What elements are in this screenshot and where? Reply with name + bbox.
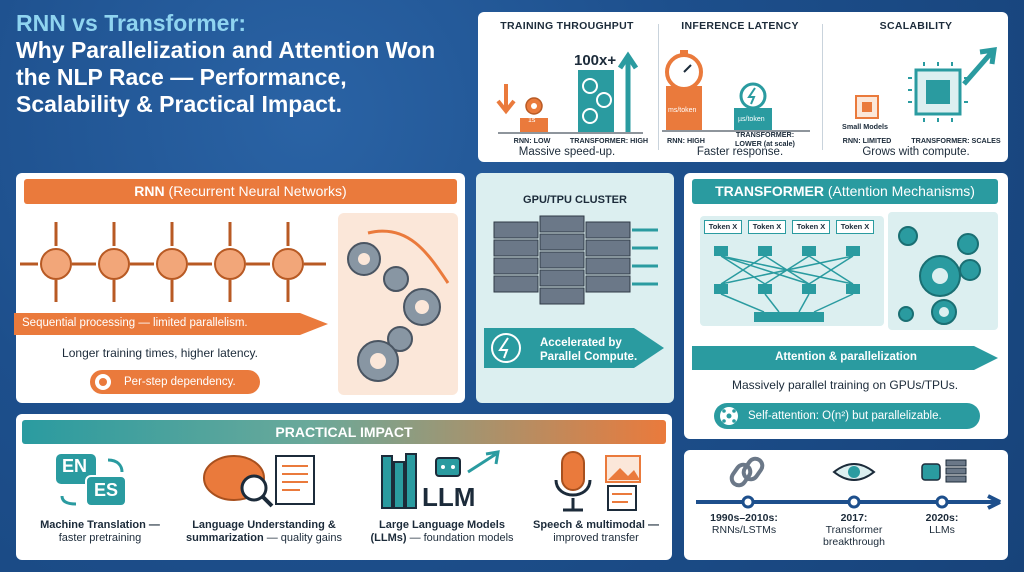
gpu-cluster-icon (493, 215, 658, 305)
throughput-chart-icon (496, 51, 643, 134)
attention-arrow (692, 346, 998, 370)
gpu-title: GPU/TPU CLUSTER (523, 194, 627, 206)
latency-title: INFERENCE LATENCY (681, 20, 799, 32)
token-row: Token X Token X Token X Token X (704, 220, 884, 234)
throughput-title: TRAINING THROUGHPUT (500, 20, 634, 32)
translation-en: EN (62, 456, 88, 476)
self-attention-label: Self-attention: O(n²) but parallelizable… (748, 410, 942, 422)
impact-item-bold: Large Language Models (379, 519, 505, 531)
scalability-chip-icon (855, 47, 997, 122)
impact-item-rest: improved transfer (553, 532, 639, 544)
impact-item-bold2: summarization (186, 532, 264, 544)
attention-network-icon (714, 246, 860, 322)
impact-header: PRACTICAL IMPACT (22, 420, 666, 444)
transformer-note: Massively parallel training on GPUs/TPUs… (731, 378, 959, 392)
impact-item-understanding: Language Understanding & summarization —… (174, 519, 354, 545)
self-attention-pill: Self-attention: O(n²) but parallelizable… (714, 403, 980, 429)
token-chip: Token X (704, 220, 742, 234)
rnn-header: RNN (Recurrent Neural Networks) (24, 179, 457, 204)
latency-rnn-badge: ms/token (668, 107, 697, 114)
impact-item-rest: — quality gains (263, 532, 342, 544)
accelerated-arrow (484, 328, 664, 368)
latency-rnn-label: RNN: HIGH (667, 136, 705, 145)
microphone-image-icon (554, 451, 641, 512)
timeline-year: 1990s–2010s: (710, 512, 778, 524)
throughput-metric: TRAINING THROUGHPUT 100x+ 1s RNN: LOW TR… (478, 12, 656, 162)
rnn-sequential-arrow (14, 313, 328, 335)
throughput-small-badge: 1s (528, 117, 536, 124)
page-title-accent: RNN vs Transformer: (16, 10, 247, 36)
timeline-desc: breakthrough (823, 536, 885, 548)
gpu-accel-1: Accelerated by (540, 337, 622, 349)
gears-icon (347, 229, 450, 382)
scalability-caption: Grows with compute. (862, 146, 970, 158)
timeline-desc: Transformer (825, 524, 883, 536)
latency-stopwatch-icon (662, 50, 810, 132)
rnn-sequential-label: Sequential processing — limited parallel… (22, 317, 248, 329)
timeline-graphic (696, 456, 1001, 510)
rnn-note: Longer training times, higher latency. (62, 346, 258, 360)
token-chip: Token X (836, 220, 874, 234)
impact-item-bold: Machine Translation — (40, 519, 160, 531)
translation-icon (56, 454, 127, 507)
impact-item-rest: faster pretraining (58, 532, 142, 544)
network-node-icon (720, 407, 738, 425)
transformer-header: TRANSFORMER (Attention Mechanisms) (692, 179, 998, 204)
throughput-caption: Massive speed-up. (518, 146, 616, 158)
latency-tf-badge: µs/token (738, 116, 765, 123)
transformer-header-rest: (Attention Mechanisms) (823, 183, 975, 199)
rnn-dependency-pill: Per-step dependency. (90, 370, 260, 394)
impact-item-bold: Speech & multimodal — (533, 519, 659, 531)
timeline-item-llm: 2020s: LLMs (902, 512, 982, 536)
latency-tf-label-1: TRANSFORMER: (735, 130, 795, 139)
attention-label: Attention & parallelization (775, 351, 917, 363)
impact-item-llm: Large Language Models (LLMs) — foundatio… (352, 519, 532, 545)
title-block: RNN vs Transformer: Why Parallelization … (16, 10, 456, 118)
throughput-big-label: 100x+ (574, 52, 617, 69)
throughput-tf-label: TRANSFORMER: HIGH (569, 136, 649, 145)
rnn-dependency-label: Per-step dependency. (124, 376, 236, 388)
gpu-accelerated-label: Accelerated by Parallel Compute. (540, 336, 637, 364)
token-chip: Token X (792, 220, 830, 234)
transformer-header-bold: TRANSFORMER (715, 183, 824, 199)
translation-es: ES (94, 480, 119, 500)
transformer-gears-panel (888, 212, 998, 330)
token-chip: Token X (748, 220, 786, 234)
timeline-desc: RNNs/LSTMs (711, 524, 777, 536)
throughput-rnn-label: RNN: LOW (513, 136, 551, 145)
latency-metric: INFERENCE LATENCY ms/token µs/token RNN:… (660, 12, 820, 162)
latency-tf-label: TRANSFORMER: LOWER (at scale) (720, 130, 810, 148)
scalability-tf-label: TRANSFORMER: SCALES (911, 136, 1001, 145)
scalability-metric: SCALABILITY Small Models RNN: LIMITED TR… (824, 12, 1008, 162)
timeline-year: 2020s: (925, 512, 959, 524)
latency-tf-label-2: LOWER (at scale) (735, 139, 795, 148)
gpu-accel-2: Parallel Compute. (540, 351, 638, 363)
timeline-item-transformer: 2017: Transformer breakthrough (804, 512, 904, 548)
scalability-rnn-label: RNN: LIMITED (842, 136, 892, 145)
refresh-gear-icon (95, 374, 111, 390)
impact-item-rest: — foundation models (406, 532, 514, 544)
impact-item-translation: Machine Translation — faster pretraining (20, 519, 180, 545)
latency-caption: Faster response. (696, 146, 784, 158)
llm-books-icon (381, 450, 500, 509)
impact-item-speech: Speech & multimodal — improved transfer (526, 519, 666, 545)
impact-item-bold2: (LLMs) (370, 532, 407, 544)
timeline-item-rnn: 1990s–2010s: RNNs/LSTMs (694, 512, 794, 536)
llm-icon-text: LLM (422, 482, 476, 512)
timeline-desc: LLMs (929, 524, 955, 536)
brain-document-icon (203, 455, 315, 508)
rnn-header-rest: (Recurrent Neural Networks) (164, 183, 347, 199)
metric-divider (658, 24, 659, 150)
scalability-small-models: Small Models (842, 122, 888, 131)
page-title: Why Parallelization and Attention Won th… (16, 37, 436, 117)
teal-gears-icon (898, 226, 981, 325)
rnn-gears-panel (338, 213, 458, 395)
rnn-header-bold: RNN (134, 183, 165, 199)
metrics-panel: TRAINING THROUGHPUT 100x+ 1s RNN: LOW TR… (478, 12, 1008, 162)
impact-item-bold: Language Understanding & (192, 519, 336, 531)
rnn-chain-diagram (20, 222, 326, 302)
metric-divider (822, 24, 823, 150)
scalability-title: SCALABILITY (879, 20, 953, 32)
timeline-year: 2017: (840, 512, 868, 524)
